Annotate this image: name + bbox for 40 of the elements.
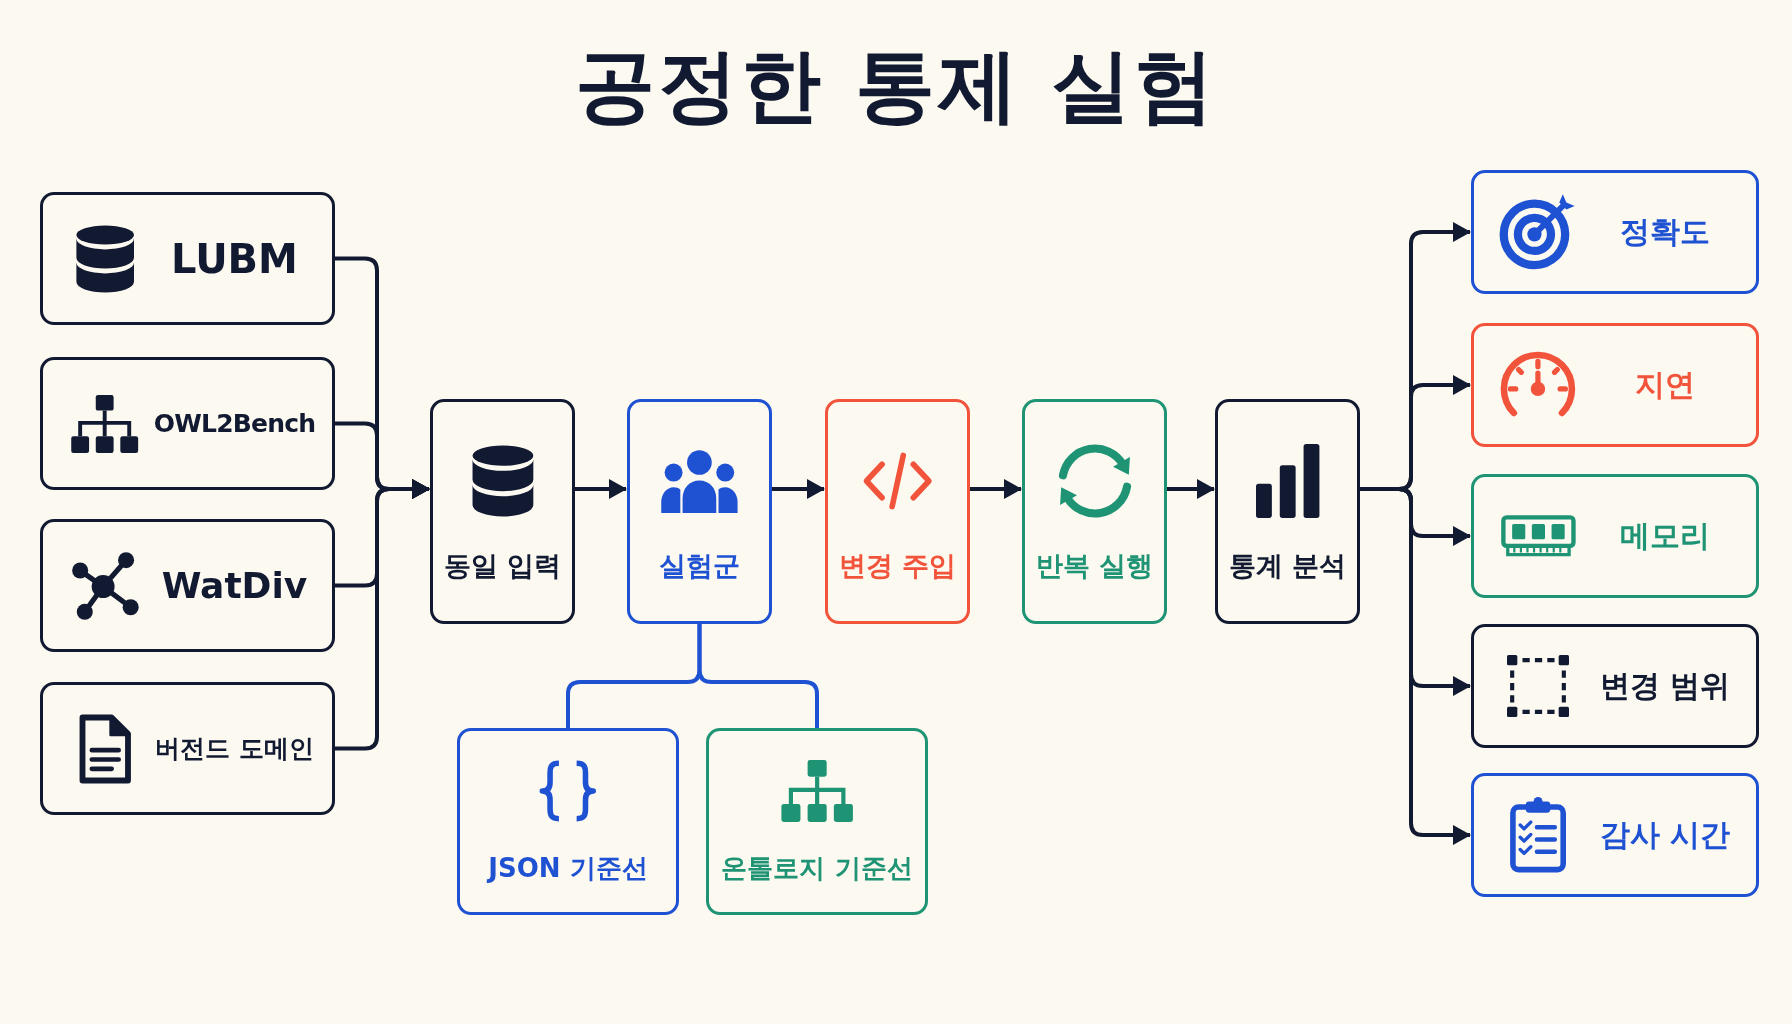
step-label: 변경 주입 [838,549,957,583]
dataset-box [40,192,335,325]
baseline-box [457,728,679,915]
arrow [772,479,825,499]
metric-box [1471,170,1759,294]
process-box [430,399,575,624]
step-label: 반복 실행 [1035,549,1154,583]
metric-label: 메모리 [1620,517,1710,555]
process-box [1215,399,1360,624]
process-box [825,399,970,624]
step-label: 실험군 [659,549,740,583]
metric-label: 지연 [1635,366,1695,404]
arrow [1167,479,1215,499]
dataset-name: 버전드 도메인 [155,732,314,765]
step-label: 통계 분석 [1228,549,1347,583]
metric-box [1471,323,1759,447]
dataset-box [40,519,335,652]
baseline-label: 온톨로지 기준선 [721,852,913,885]
dataset-name: OWL2Bench [153,407,316,440]
arrow [575,479,627,499]
arrow [970,479,1022,499]
process-box [1022,399,1167,624]
process-box [627,399,772,624]
dataset-name: LUBM [171,234,298,284]
dataset-box [40,682,335,815]
baseline-box [706,728,928,915]
dataset-box [40,357,335,490]
metric-box [1471,773,1759,897]
arrow [1360,487,1471,845]
metric-box [1471,624,1759,748]
connector-line [697,624,819,728]
metric-label: 변경 범위 [1599,667,1731,705]
step-label: 동일 입력 [443,549,562,583]
metric-box [1471,474,1759,598]
metric-label: 감사 시간 [1599,816,1731,854]
baseline-label: JSON 기준선 [488,852,648,885]
dataset-name: WatDiv [161,564,308,608]
arrow [335,479,430,751]
diagram-title: 공정한 통제 실험 [574,42,1218,130]
metric-label: 정확도 [1620,213,1710,251]
